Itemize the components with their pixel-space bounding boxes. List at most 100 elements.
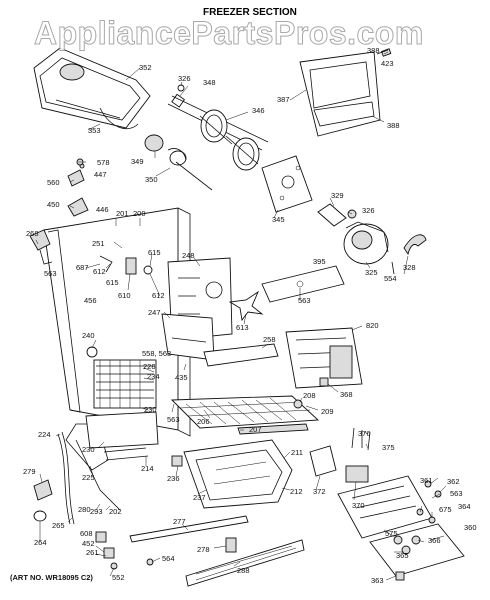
part-label-447: 447: [94, 170, 107, 179]
part-label-228: 228: [143, 362, 156, 371]
part-label-564: 564: [162, 554, 175, 563]
part-label-563-b: 563: [298, 296, 311, 305]
part-label-558-563: 558, 563: [142, 349, 171, 358]
ice-maker-part: [285, 327, 363, 389]
part-label-240: 240: [82, 331, 95, 340]
part-label-212: 212: [290, 487, 303, 496]
part-label-675: 675: [439, 505, 452, 514]
part-label-456: 456: [84, 296, 97, 305]
part-label-687: 687: [76, 263, 89, 272]
part-label-613: 613: [236, 323, 249, 332]
part-label-268: 268: [26, 229, 39, 238]
thermostat-part: [29, 229, 53, 265]
part-label-207: 207: [249, 425, 262, 434]
part-label-349: 349: [131, 157, 144, 166]
part-label-388: 388: [367, 46, 380, 55]
part-label-388-b: 388: [387, 121, 400, 130]
hinge-parts: [33, 479, 53, 522]
part-label-372: 372: [313, 487, 326, 496]
part-label-450: 450: [47, 200, 60, 209]
part-label-348: 348: [203, 78, 216, 87]
part-label-329: 329: [331, 191, 344, 200]
part-label-328: 328: [403, 263, 416, 272]
art-number: (ART NO. WR18095 C2): [10, 573, 93, 582]
part-label-288: 288: [237, 566, 250, 575]
fan-blade-part: [228, 290, 264, 322]
leader-lines: [35, 51, 447, 581]
part-label-610: 610: [118, 291, 131, 300]
clip-part: [391, 261, 395, 275]
part-label-214: 214: [141, 464, 154, 473]
latch-part: [171, 455, 183, 467]
part-label-234: 234: [147, 372, 160, 381]
parts-artwork: [29, 47, 465, 587]
part-label-200: 200: [133, 209, 146, 218]
leveling-foot-part: [395, 571, 405, 581]
part-label-368: 368: [340, 390, 353, 399]
toe-grille-part: [185, 539, 305, 587]
part-label-552: 552: [112, 573, 125, 582]
part-label-236: 236: [167, 474, 180, 483]
auger-motor-part: [144, 134, 213, 191]
evaporator-coil-part: [93, 359, 157, 409]
part-label-554: 554: [384, 274, 397, 283]
part-label-820: 820: [366, 321, 379, 330]
part-label-326-b: 326: [362, 206, 375, 215]
part-label-423: 423: [381, 59, 394, 68]
drain-tube-part: [57, 431, 75, 525]
part-label-209: 209: [321, 407, 334, 416]
part-label-612-b: 612: [152, 291, 165, 300]
part-label-560: 560: [47, 178, 60, 187]
part-label-612: 612: [93, 267, 106, 276]
relay-part: [345, 465, 369, 483]
part-label-258: 258: [263, 335, 276, 344]
part-label-211: 211: [291, 448, 303, 457]
part-label-452: 452: [82, 539, 95, 548]
part-label-293: 293: [90, 507, 103, 516]
part-label-376: 376: [358, 429, 371, 438]
part-label-278: 278: [197, 545, 210, 554]
slide-rail-part: [129, 515, 249, 543]
part-label-346: 346: [252, 106, 265, 115]
part-label-563-c: 563: [167, 415, 180, 424]
mounting-plate-part: [261, 155, 313, 213]
part-label-387: 387: [277, 95, 290, 104]
grommet-parts: [393, 535, 421, 555]
part-label-360: 360: [464, 523, 477, 532]
ice-bucket-part: [33, 47, 151, 130]
ice-bin-part: [183, 439, 293, 509]
part-label-608: 608: [80, 529, 93, 538]
part-label-247: 247: [148, 308, 161, 317]
part-label-279: 279: [23, 467, 36, 476]
part-label-261: 261: [86, 548, 99, 557]
machine-compartment-part: [337, 475, 465, 577]
part-label-352: 352: [139, 63, 152, 72]
part-label-230-b: 230: [82, 445, 95, 454]
part-label-578: 578: [97, 158, 110, 167]
part-label-224: 224: [38, 430, 51, 439]
part-label-201: 201: [116, 209, 129, 218]
part-label-248: 248: [182, 251, 195, 260]
part-label-615-b: 615: [106, 278, 119, 287]
watermark-text: AppliancePartsPros.com: [34, 15, 424, 51]
part-label-202: 202: [109, 507, 122, 516]
part-label-225: 225: [82, 473, 95, 482]
wire-harness-parts: [351, 427, 371, 451]
part-label-251: 251: [92, 239, 105, 248]
wire-shelf-part: [170, 395, 320, 429]
part-label-326: 326: [178, 74, 191, 83]
cover-plate-part: [261, 265, 345, 303]
part-label-353: 353: [88, 126, 101, 135]
bracket-part: [403, 234, 427, 256]
diagram-title: FREEZER SECTION: [203, 7, 297, 18]
part-label-277: 277: [173, 517, 186, 526]
part-label-395: 395: [313, 257, 326, 266]
freezer-liner-part: [43, 207, 191, 511]
left-side-parts: [67, 163, 89, 217]
roller-part: [225, 537, 237, 553]
part-label-364: 364: [458, 502, 471, 511]
part-label-375: 375: [382, 443, 395, 452]
part-label-264: 264: [34, 538, 47, 547]
light-bulb-part: [86, 346, 98, 358]
part-label-206: 206: [197, 417, 210, 426]
